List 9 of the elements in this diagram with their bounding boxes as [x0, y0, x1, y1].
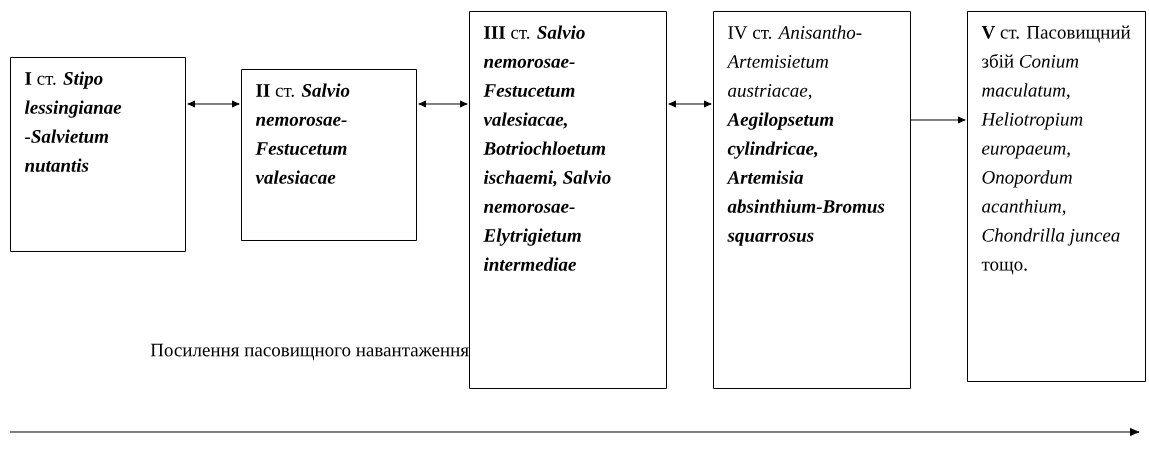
arrow — [910, 116, 966, 124]
stage-box: III ст. Salvio nemorosae-Festucetum valesiacae, Botriochloetum ischaemi, Salvio nemorosae-Elytrigietum intermediae — [469, 11, 667, 389]
arrow — [418, 100, 468, 108]
arrow — [187, 100, 240, 108]
stage-box: II ст. Salvio nemorosae-Festucetum valesiacae — [241, 69, 417, 241]
arrow — [668, 100, 712, 108]
stage-box: V ст. Пасовищний збій Conium maculatum, Heliotropium europaeum, Onopordum acanthium, Chondrilla juncea тощо. — [967, 11, 1146, 382]
stage-box: IV ст. Anisantho-Artemisietum austriacae, Aegilopsetum cylindricae, Artemisia absinthium-Bromus squarrosus — [713, 11, 911, 389]
stage-box: I ст. Stipo lessingianae -Salvietum nutantis — [10, 57, 186, 252]
